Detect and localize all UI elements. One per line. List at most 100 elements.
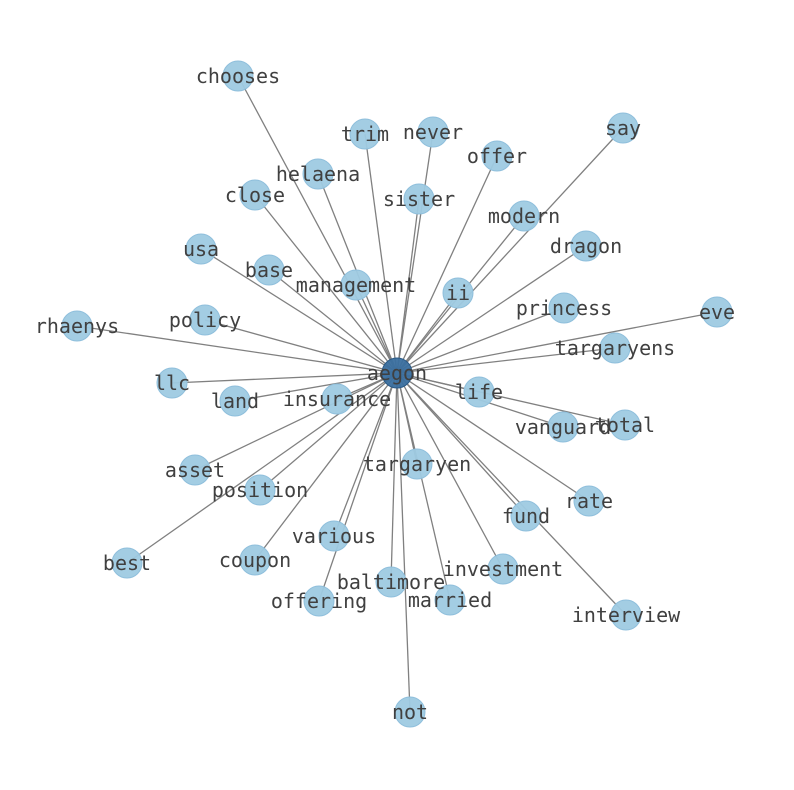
node-sister (403, 183, 435, 215)
node-land (219, 385, 251, 417)
edge-aegon-princess (396, 307, 565, 374)
node-fund (510, 500, 542, 532)
label-close: close (225, 183, 285, 207)
label-best: best (103, 551, 151, 575)
label-princess: princess (516, 296, 612, 320)
label-helaena: helaena (276, 162, 360, 186)
label-total: total (595, 413, 655, 437)
label-various: various (292, 524, 376, 548)
node-asset (179, 454, 211, 486)
node-policy (189, 304, 221, 336)
node-investment (487, 553, 519, 585)
label-eve: eve (699, 300, 735, 324)
edge-aegon-chooses (237, 75, 398, 374)
node-dragon (570, 230, 602, 262)
label-land: land (211, 389, 259, 413)
label-rhaenys: rhaenys (35, 314, 119, 338)
node-rhaenys (61, 310, 93, 342)
node-not (394, 696, 426, 728)
node-llc (156, 367, 188, 399)
node-best (111, 547, 143, 579)
edge-aegon-close (254, 194, 398, 374)
label-aegon: aegon (367, 361, 427, 385)
edge-aegon-targaryens (396, 347, 616, 374)
edge-aegon-various (333, 372, 398, 537)
node-insurance (321, 383, 353, 415)
edge-aegon-offer (396, 155, 498, 374)
edge-aegon-total (396, 372, 626, 426)
edge-aegon-fund (396, 372, 527, 517)
node-eve (701, 296, 733, 328)
label-chooses: chooses (196, 64, 280, 88)
label-offering: offering (271, 589, 367, 613)
edge-aegon-sister (396, 198, 420, 374)
label-fund: fund (502, 504, 550, 528)
label-investment: investment (443, 557, 563, 581)
node-married (434, 584, 466, 616)
edge-aegon-not (396, 372, 411, 713)
node-life (463, 376, 495, 408)
node-ii (442, 277, 474, 309)
edge-aegon-position (259, 372, 398, 491)
node-modern (508, 200, 540, 232)
edge-aegon-rate (396, 372, 590, 502)
node-helaena (302, 158, 334, 190)
edge-aegon-married (396, 372, 451, 601)
node-layer (61, 60, 733, 728)
label-management: management (296, 273, 416, 297)
edge-aegon-investment (396, 372, 504, 570)
edge-aegon-land (234, 372, 398, 402)
node-various (318, 520, 350, 552)
label-usa: usa (183, 237, 219, 261)
node-say (607, 112, 639, 144)
node-targaryens (599, 332, 631, 364)
node-baltimore (375, 566, 407, 598)
label-baltimore: baltimore (337, 570, 445, 594)
edge-aegon-coupon (254, 372, 398, 561)
node-interview (610, 599, 642, 631)
label-not: not (392, 700, 428, 724)
edge-aegon-management (355, 284, 398, 374)
label-position: position (212, 478, 308, 502)
label-ii: ii (446, 281, 470, 305)
edge-aegon-ii (396, 292, 459, 374)
label-sister: sister (383, 187, 455, 211)
label-coupon: coupon (219, 548, 291, 572)
label-targaryen: targaryen (363, 452, 471, 476)
label-asset: asset (165, 458, 225, 482)
edge-aegon-rhaenys (76, 325, 398, 374)
node-coupon (239, 544, 271, 576)
node-base (253, 254, 285, 286)
node-chooses (222, 60, 254, 92)
node-usa (185, 233, 217, 265)
label-interview: interview (572, 603, 681, 627)
label-life: life (455, 380, 503, 404)
node-offering (303, 585, 335, 617)
node-never (417, 116, 449, 148)
edge-aegon-baltimore (390, 372, 398, 583)
node-vanguard (547, 411, 579, 443)
label-base: base (245, 258, 293, 282)
label-married: married (408, 588, 492, 612)
label-llc: llc (154, 371, 190, 395)
edge-aegon-dragon (396, 245, 587, 374)
edge-aegon-llc (171, 372, 398, 384)
edge-aegon-trim (364, 133, 398, 374)
node-offer (481, 140, 513, 172)
label-targaryens: targaryens (555, 336, 675, 360)
node-close (239, 179, 271, 211)
label-offer: offer (467, 144, 527, 168)
label-say: say (605, 116, 641, 140)
label-modern: modern (488, 204, 560, 228)
edge-aegon-eve (396, 311, 718, 374)
edge-aegon-asset (194, 372, 398, 471)
label-vanguard: vanguard (515, 415, 611, 439)
label-trim: trim (341, 122, 389, 146)
edge-aegon-offering (318, 372, 398, 602)
edge-aegon-best (126, 372, 398, 564)
edge-aegon-interview (396, 372, 627, 616)
label-policy: policy (169, 308, 241, 332)
edge-aegon-say (396, 127, 624, 374)
